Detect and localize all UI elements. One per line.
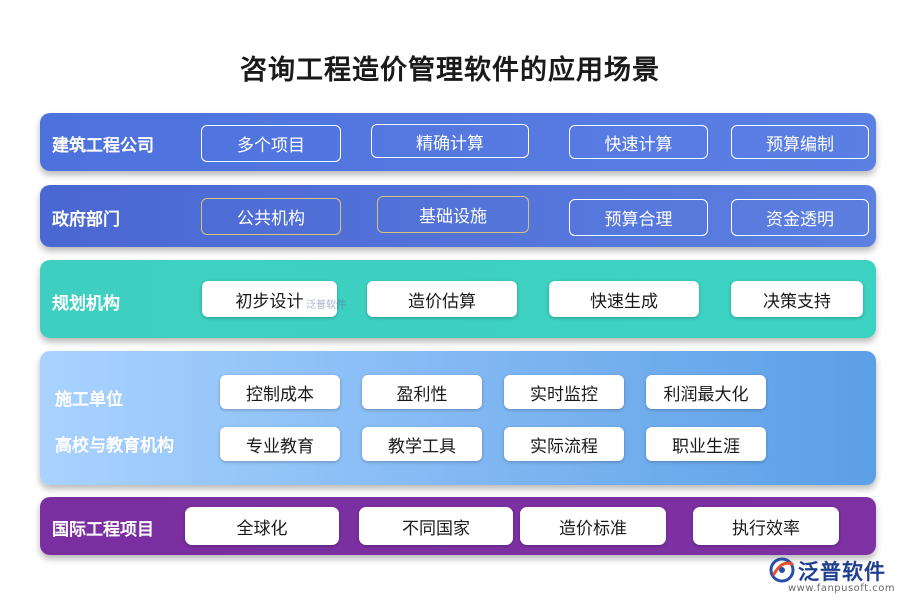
- row-construction-company: 建筑工程公司 多个项目 精确计算 快速计算 预算编制: [40, 113, 876, 171]
- chip: 实时监控: [504, 375, 624, 409]
- chip: 资金透明: [731, 199, 869, 236]
- chip: 不同国家: [359, 507, 513, 545]
- brand-name: 泛普软件: [798, 560, 886, 584]
- row-label: 规划机构: [52, 294, 120, 314]
- chip: 初步设计: [202, 281, 337, 317]
- chip: 公共机构: [201, 198, 341, 235]
- chip: 全球化: [185, 507, 339, 545]
- brand-url: www.fanpusoft.com: [788, 583, 896, 594]
- chip: 造价估算: [367, 281, 517, 317]
- chip: 教学工具: [362, 427, 482, 461]
- row-label: 施工单位: [55, 390, 123, 410]
- row-label: 建筑工程公司: [52, 136, 154, 156]
- chip: 专业教育: [220, 427, 340, 461]
- chip: 多个项目: [201, 125, 341, 162]
- chip: 利润最大化: [646, 375, 766, 409]
- chip: 造价标准: [520, 507, 666, 545]
- row-international-projects: 国际工程项目 全球化 不同国家 造价标准 执行效率: [40, 497, 876, 555]
- row-contractor-education: 施工单位 控制成本 盈利性 实时监控 利润最大化 高校与教育机构 专业教育 教学…: [40, 351, 876, 485]
- row-label: 政府部门: [52, 210, 120, 230]
- row-government: 政府部门 公共机构 基础设施 预算合理 资金透明: [40, 185, 876, 247]
- chip: 快速计算: [569, 125, 708, 159]
- chip: 精确计算: [371, 124, 529, 158]
- chip: 决策支持: [731, 281, 863, 317]
- watermark: 泛普软件: [306, 300, 346, 311]
- chip: 基础设施: [377, 196, 529, 233]
- chip: 预算合理: [569, 199, 708, 236]
- chip: 快速生成: [549, 281, 699, 317]
- chip: 预算编制: [731, 125, 869, 159]
- chip: 职业生涯: [646, 427, 766, 461]
- row-planning-agency: 规划机构 初步设计 泛普软件 造价估算 快速生成 决策支持: [40, 260, 876, 338]
- chip: 控制成本: [220, 375, 340, 409]
- chip: 执行效率: [693, 507, 839, 545]
- chip: 盈利性: [362, 375, 482, 409]
- page-title: 咨询工程造价管理软件的应用场景: [240, 55, 660, 86]
- chip: 实际流程: [504, 427, 624, 461]
- row-label: 高校与教育机构: [55, 436, 174, 456]
- brand-logo: 泛普软件 www.fanpusoft.com: [768, 554, 898, 598]
- row-label: 国际工程项目: [52, 520, 154, 540]
- brand-logo-icon: [769, 557, 795, 583]
